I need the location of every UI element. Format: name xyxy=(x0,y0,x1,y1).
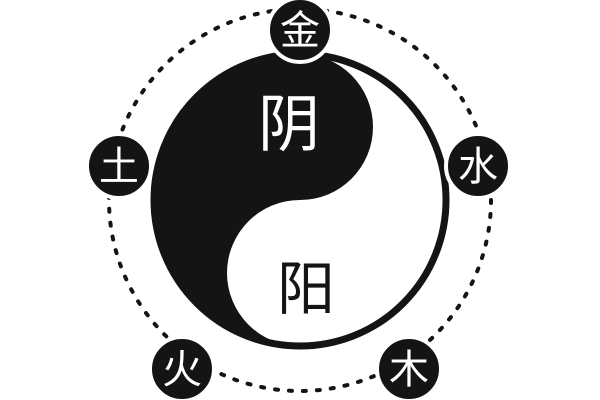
element-node-fire[interactable]: 火 xyxy=(148,335,216,400)
wood-character: 木 xyxy=(389,347,429,393)
element-node-earth[interactable]: 土 xyxy=(85,132,153,200)
yang-character: 阳 xyxy=(277,255,335,323)
element-node-wood[interactable]: 木 xyxy=(375,335,443,400)
water-node-disc[interactable] xyxy=(444,132,512,200)
wood-node-disc[interactable] xyxy=(375,335,443,400)
earth-character: 土 xyxy=(99,144,139,190)
earth-node-disc[interactable] xyxy=(85,132,153,200)
fire-character: 火 xyxy=(162,347,202,393)
water-character: 水 xyxy=(458,144,498,190)
fire-node-disc[interactable] xyxy=(148,335,216,400)
metal-node-disc[interactable] xyxy=(266,0,334,64)
element-node-water[interactable]: 水 xyxy=(444,132,512,200)
element-node-metal[interactable]: 金 xyxy=(266,0,334,64)
five-element-nodes: 金 水 木 火 土 xyxy=(85,0,512,400)
yin-character: 阴 xyxy=(258,88,320,161)
taiji-disc xyxy=(154,54,446,346)
yin-field xyxy=(154,54,373,346)
metal-character: 金 xyxy=(280,8,320,54)
